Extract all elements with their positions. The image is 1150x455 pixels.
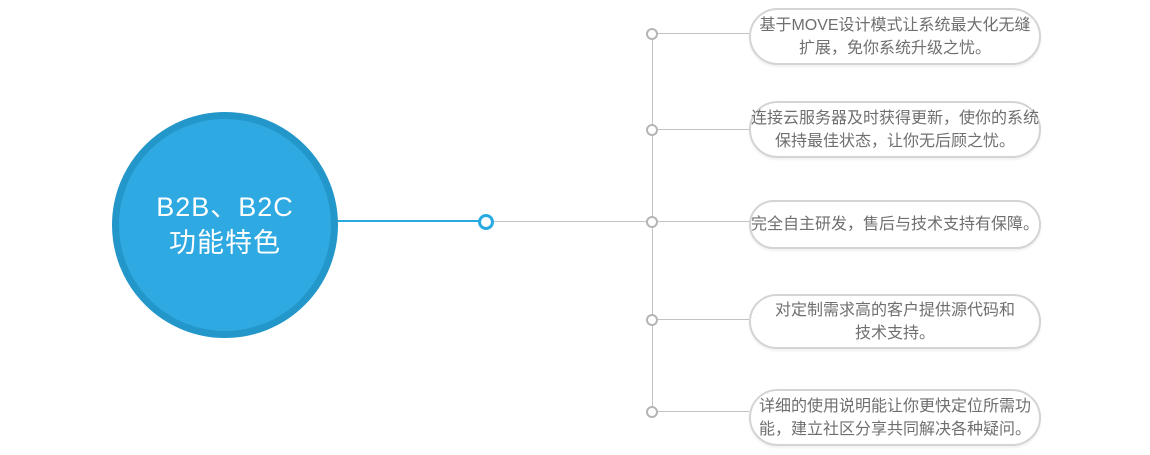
feature-text-line: 技术支持。 bbox=[854, 324, 935, 342]
feature-text-line: 能，建立社区分享共同解决各种疑问。 bbox=[759, 420, 1032, 438]
branch-connector-line-5 bbox=[658, 411, 749, 412]
feature-text-line: 基于MOVE设计模式让系统最大化无缝 bbox=[759, 16, 1031, 34]
feature-bubble-move-design: 基于MOVE设计模式让系统最大化无缝 扩展，免你系统升级之忧。 bbox=[749, 8, 1041, 65]
branch-connector-line-2 bbox=[658, 129, 749, 130]
feature-bubble-self-developed: 完全自主研发，售后与技术支持有保障。 bbox=[749, 200, 1041, 249]
trunk-connector-line bbox=[494, 221, 647, 222]
branch-node-2 bbox=[646, 124, 658, 136]
feature-text-line: 连接云服务器及时获得更新，使你的系统 bbox=[751, 109, 1040, 127]
branch-connector-line-4 bbox=[658, 319, 749, 320]
feature-text-line: 对定制需求高的客户提供源代码和 bbox=[774, 301, 1015, 319]
feature-text-line: 详细的使用说明能让你更快定位所需功 bbox=[759, 397, 1032, 415]
feature-text-line: 保持最佳状态，让你无后顾之忧。 bbox=[774, 132, 1015, 150]
feature-text-line: 完全自主研发，售后与技术支持有保障。 bbox=[751, 216, 1040, 233]
branch-node-3 bbox=[646, 216, 658, 228]
feature-bubble-source-code: 对定制需求高的客户提供源代码和 技术支持。 bbox=[749, 294, 1041, 349]
feature-bubble-cloud-update: 连接云服务器及时获得更新，使你的系统 保持最佳状态，让你无后顾之忧。 bbox=[749, 101, 1041, 158]
branch-connector-line-1 bbox=[658, 33, 749, 34]
branch-node-1 bbox=[646, 28, 658, 40]
branch-node-4 bbox=[646, 314, 658, 326]
hub-connector-line bbox=[338, 220, 479, 222]
hub-title-line2: 功能特色 bbox=[169, 228, 281, 258]
mid-connector-node bbox=[478, 214, 494, 230]
branch-connector-line-3 bbox=[658, 221, 749, 222]
branch-node-5 bbox=[646, 406, 658, 418]
feature-bubble-documentation: 详细的使用说明能让你更快定位所需功 能，建立社区分享共同解决各种疑问。 bbox=[749, 389, 1041, 446]
hub-circle-b2b-b2c: B2B、B2C 功能特色 bbox=[112, 112, 338, 338]
hub-title-line1: B2B、B2C bbox=[156, 192, 294, 222]
feature-text-line: 扩展，免你系统升级之忧。 bbox=[798, 39, 991, 57]
